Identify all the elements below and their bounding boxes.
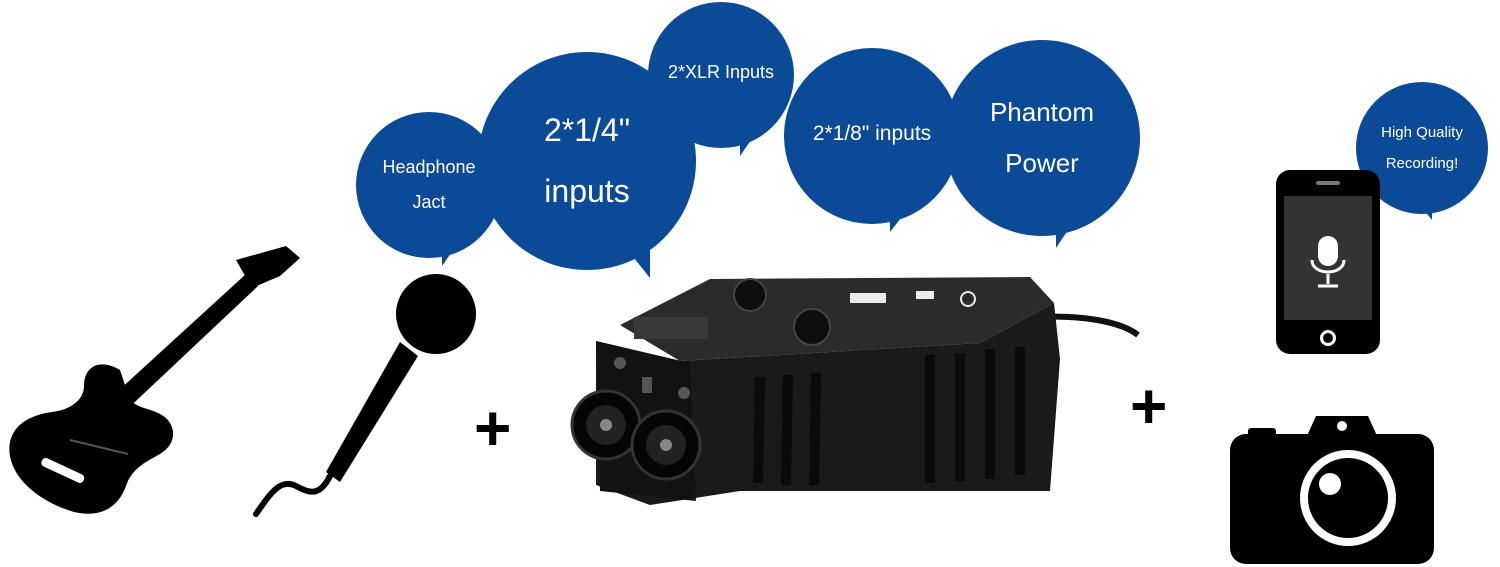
bubble-headphone-line2: Jact — [412, 192, 446, 212]
audio-adapter-device — [570, 277, 1140, 505]
camera-icon — [1230, 416, 1434, 564]
microphone-icon — [253, 274, 476, 517]
bubble-quality-line1: High Quality — [1381, 124, 1463, 141]
bubble-phantom-line1: Phantom — [989, 97, 1095, 127]
bubble-phantom-line2: Power — [1005, 148, 1079, 178]
bubble-eighth-inch-inputs: 2*1/8" inputs — [784, 48, 960, 232]
bubble-xlr-inputs: 2*XLR Inputs — [648, 2, 794, 156]
bubble-phantom-power: Phantom Power — [944, 40, 1140, 248]
bubble-headphone-jack: Headphone Jact — [356, 112, 502, 266]
bubble-quality-line2: Recording! — [1385, 155, 1459, 172]
bubble-quarter-line1: 2*1/4" — [543, 112, 631, 148]
bubble-headphone-line1: Headphone — [382, 157, 476, 177]
bubble-xlr-line1: 2*XLR Inputs — [667, 61, 775, 82]
bubble-quarter-line2: inputs — [544, 173, 630, 209]
smartphone-mic-icon — [1276, 170, 1380, 354]
plus-sign-right: + — [1130, 370, 1168, 442]
bubble-eighth-line1: 2*1/8" inputs — [812, 122, 932, 145]
plus-sign-left: + — [474, 392, 512, 464]
electric-guitar-icon — [9, 246, 300, 514]
